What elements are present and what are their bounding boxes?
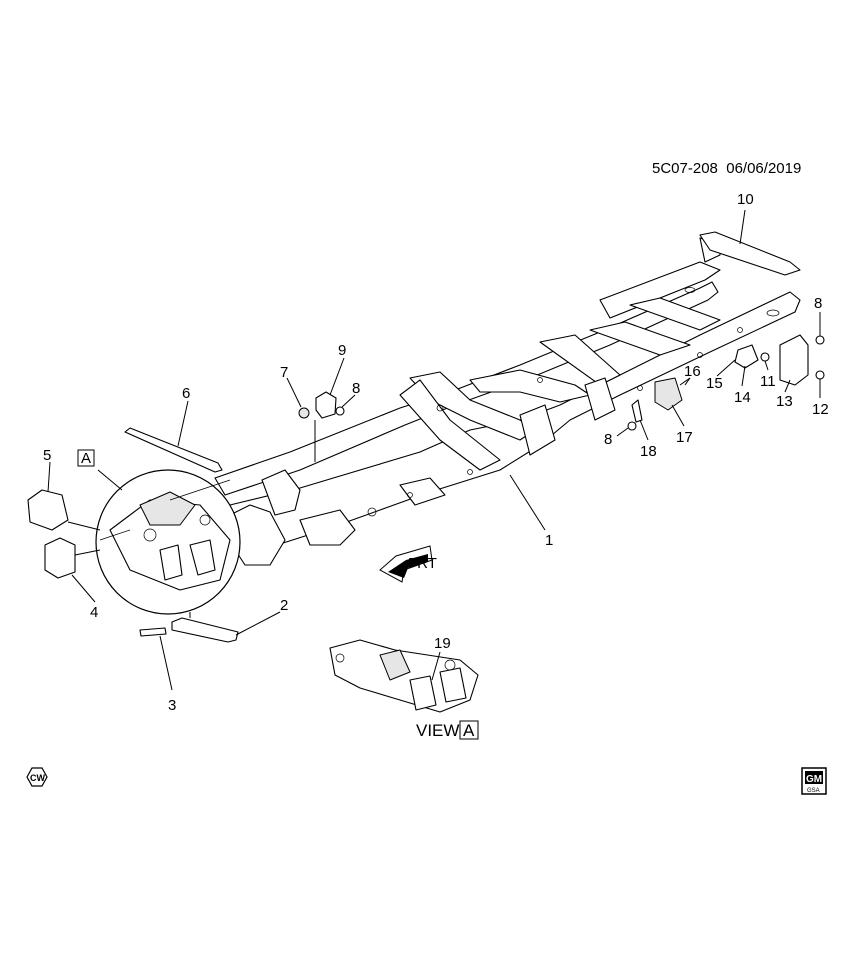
part-19-view-a <box>329 639 479 713</box>
part-8-nut-right <box>815 335 825 345</box>
part-3-bolt <box>139 627 167 637</box>
callout-14: 14 <box>734 389 751 406</box>
callout-19: 19 <box>434 635 451 652</box>
front-x-brace <box>399 379 501 471</box>
callout-12: 12 <box>812 401 829 418</box>
callout-13: 13 <box>776 393 793 410</box>
leader-5-link <box>67 521 101 531</box>
frame-holes <box>367 287 780 517</box>
part-14-bracket <box>734 344 759 369</box>
part-2-bar <box>171 617 239 643</box>
part-8-nut-center <box>335 406 345 416</box>
callout-4: 4 <box>90 604 98 621</box>
front-arrow-icon: FRT <box>379 545 437 583</box>
callout-9: 9 <box>338 342 346 359</box>
leader-4-link <box>74 549 101 556</box>
callout-10: 10 <box>737 191 754 208</box>
callout-5: 5 <box>43 447 51 464</box>
callout-2: 2 <box>280 597 288 614</box>
leader-3 <box>159 635 173 691</box>
callout-8-right: 8 <box>814 295 822 312</box>
part-17-pad <box>654 377 683 411</box>
part-11-bolt <box>760 352 770 362</box>
callout-labels: 1 2 3 4 5 6 7 8 9 8 10 8 11 12 13 14 15 … <box>43 191 829 714</box>
part-10-rear-bar <box>699 231 801 276</box>
gm-logo-icon: GM GSA <box>801 767 827 795</box>
detail-a-tag: A <box>77 449 95 467</box>
detail-circle-a <box>95 469 241 615</box>
front-spring-pocket <box>261 469 301 516</box>
leader-8-center <box>341 394 356 408</box>
crossmember-mid <box>539 334 621 386</box>
document-id: 5C07-208 <box>652 160 718 177</box>
leader-7 <box>286 377 302 408</box>
gm-logo-text: GM <box>806 774 822 785</box>
callout-11: 11 <box>760 373 776 390</box>
callout-3: 3 <box>168 697 176 714</box>
part-12-nut <box>815 370 825 380</box>
crossmember-rear-2 <box>629 297 721 331</box>
part-5-bracket <box>27 489 69 531</box>
leaders-right <box>616 312 821 441</box>
callout-1: 1 <box>545 532 553 549</box>
view-letter: A <box>463 721 475 740</box>
part-13-bracket <box>779 334 809 386</box>
detail-a-letter: A <box>81 450 91 467</box>
cw-hex-icon: CW <box>26 767 48 787</box>
view-word: VIEW <box>416 721 459 740</box>
front-kickup <box>519 404 556 456</box>
rear-hanger-bracket <box>584 377 616 421</box>
part-7-insulator <box>298 407 310 419</box>
callout-17: 17 <box>676 429 693 446</box>
view-a-label: VIEW A <box>416 720 479 740</box>
leader-a-detail <box>97 469 123 491</box>
crossmember-rear-1 <box>589 321 691 356</box>
callout-16: 16 <box>684 363 701 380</box>
leader-1 <box>509 474 546 531</box>
part-18-clip <box>631 399 643 423</box>
gm-logo-subtext: GSA <box>807 788 820 794</box>
leader-19 <box>431 651 441 681</box>
rear-rail-upper <box>599 261 721 319</box>
leader-9 <box>329 357 345 396</box>
part-9-bracket <box>315 391 337 419</box>
callout-8-center: 8 <box>352 380 360 397</box>
part-4-plate <box>44 537 76 579</box>
document-reference: 5C07-208 06/06/2019 <box>652 160 801 177</box>
leader-5 <box>47 461 51 493</box>
callout-6: 6 <box>182 385 190 402</box>
frame-assembly <box>214 237 801 566</box>
callout-7: 7 <box>280 364 288 381</box>
part-8-nut-lower <box>627 421 637 431</box>
document-date: 06/06/2019 <box>726 160 802 177</box>
callout-18: 18 <box>640 443 657 460</box>
callout-15: 15 <box>706 375 723 392</box>
leader-2 <box>235 611 281 636</box>
leader-4 <box>71 574 96 603</box>
callout-8-lower: 8 <box>604 431 612 448</box>
front-lower-mount <box>299 509 356 546</box>
part-16-stud <box>679 377 691 386</box>
leader-10 <box>739 209 746 245</box>
cw-label: CW <box>30 773 45 783</box>
part-6-tube <box>124 427 223 473</box>
front-arrow-label: FRT <box>408 555 437 572</box>
rail-bracket-center <box>399 477 446 506</box>
leader-6 <box>177 400 189 447</box>
crossmember-center <box>469 369 591 403</box>
